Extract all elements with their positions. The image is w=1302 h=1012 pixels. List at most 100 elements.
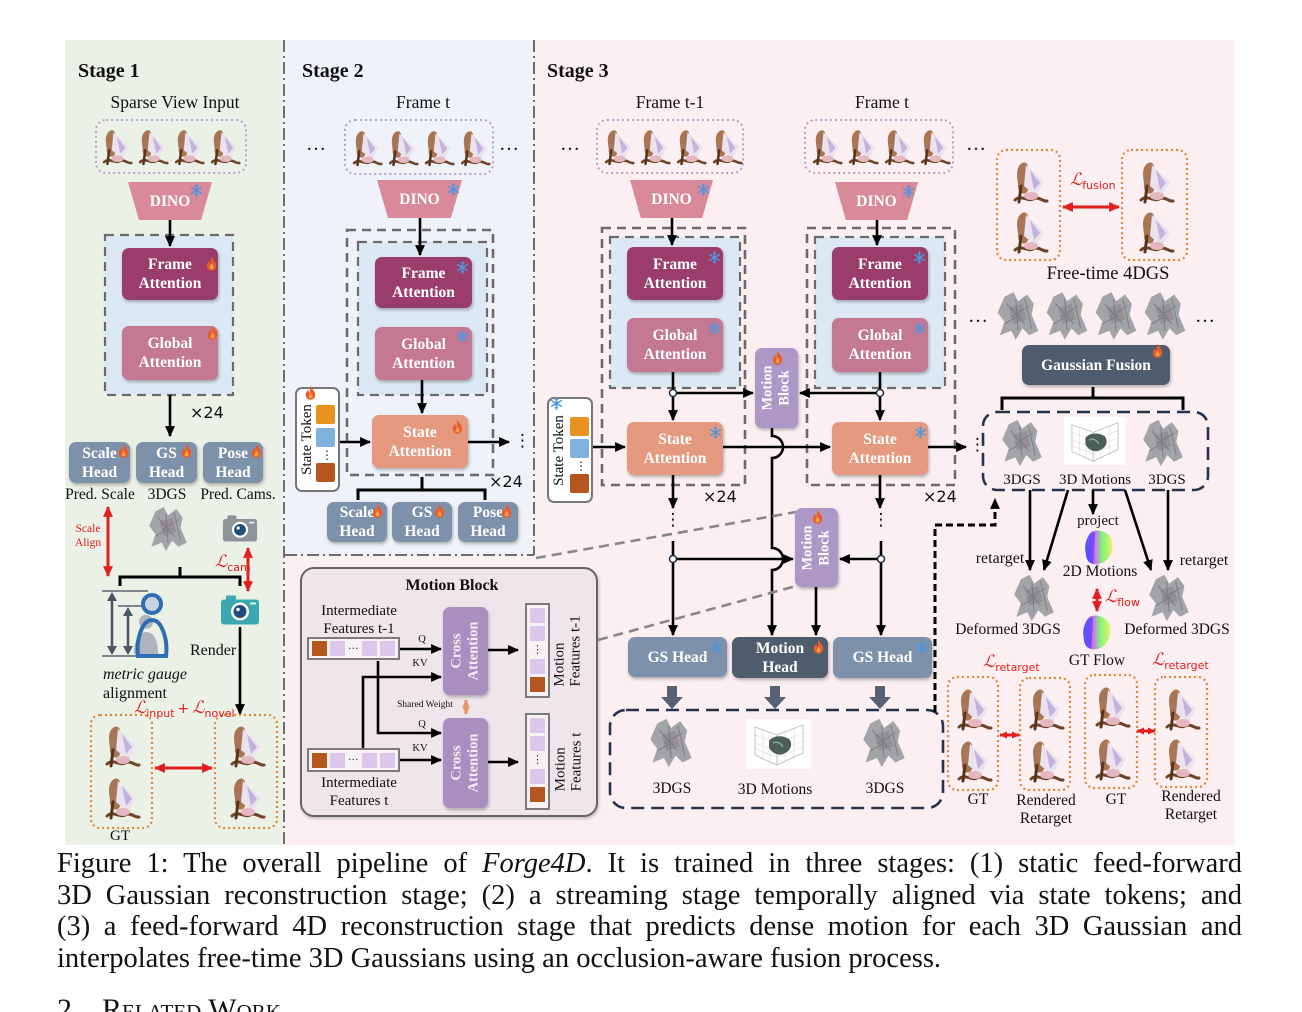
input-view-image xyxy=(207,123,241,169)
fire-icon xyxy=(500,503,513,518)
feature-row-prev: ··· xyxy=(307,637,400,660)
scale-head-label: Scale Head xyxy=(339,504,375,540)
frame-attention-block: Frame Attention xyxy=(375,257,472,308)
fusion-loss-label: ℒfusion xyxy=(1070,172,1116,192)
pose-head-label: Pose Head xyxy=(215,444,251,481)
gs-head: GS Head xyxy=(628,637,727,677)
flow-map-image xyxy=(1082,528,1114,566)
fire-icon xyxy=(371,503,384,518)
gaussian-splat-image xyxy=(1142,290,1188,342)
motion-head-label: Motion Head xyxy=(755,639,805,676)
loss-subscript: fusion xyxy=(1082,179,1116,192)
feature-token xyxy=(530,787,545,802)
fire-icon xyxy=(433,503,446,518)
retarget-label: retarget xyxy=(1179,552,1229,569)
input-view-image xyxy=(709,123,743,169)
intermediate-features-prev-label: Intermediate Features t-1 xyxy=(321,603,397,637)
motion-features-prev-label: Motion Features t-1 xyxy=(552,614,585,687)
gs-head-label: GS Head xyxy=(647,648,708,666)
gt-views-frame xyxy=(89,713,154,830)
arrow xyxy=(1123,489,1153,572)
cross-attention-block: Cross Attention xyxy=(443,718,488,808)
fusion-view-image xyxy=(1005,156,1053,206)
deformed-3dgs-label: Deformed 3DGS xyxy=(955,621,1061,638)
rendered-retarget-label: Rendered Retarget xyxy=(1161,788,1221,824)
feature-ellipsis: ··· xyxy=(348,753,359,766)
global-attention-block: Global Attention xyxy=(627,318,723,372)
feature-token xyxy=(530,677,545,692)
state-attention-label: State Attention xyxy=(848,430,912,467)
frame-attention-block: Frame Attention xyxy=(122,248,218,300)
input-view-image xyxy=(673,123,707,169)
feature-token xyxy=(379,752,395,768)
gt-label: GT xyxy=(1105,791,1127,808)
query-label: Q xyxy=(418,719,426,730)
scale-head: Scale Head xyxy=(69,442,130,483)
loss-subscript: retarget xyxy=(1164,659,1209,672)
feature-token xyxy=(530,608,545,623)
fusion-inputs-group xyxy=(981,410,1210,492)
gs-head: GS Head xyxy=(392,502,452,542)
output-3dgs-label: 3DGS xyxy=(652,780,692,797)
input-label: Sparse View Input xyxy=(110,92,240,112)
fire-icon xyxy=(812,639,825,654)
method-name: Forge4D xyxy=(482,848,586,879)
loss-symbol: ℒ xyxy=(1105,587,1118,607)
pred-cams-label: Pred. Cams. xyxy=(200,486,276,503)
state-token: State Token ⋮ xyxy=(547,397,593,503)
motion-block-title: Motion Block xyxy=(405,577,499,594)
motion-features-prev-label-wrap: Motion Features t-1 xyxy=(552,603,584,698)
ellipsis: … xyxy=(499,133,519,155)
global-attention-block: Global Attention xyxy=(122,326,218,380)
pose-head: Pose Head xyxy=(203,442,263,483)
feature-token xyxy=(530,769,545,784)
layer-ellipsis: ⋮ xyxy=(664,510,682,530)
feature-token xyxy=(530,718,545,733)
repeat-count: ×24 xyxy=(489,472,523,491)
dino-encoder: DINO xyxy=(128,182,212,220)
query-arrow xyxy=(376,661,443,738)
loss-plus: + xyxy=(177,701,190,717)
fire-icon xyxy=(304,385,317,400)
section-number: 2 xyxy=(57,993,72,1012)
input-view-image xyxy=(881,123,915,169)
snowflake-icon xyxy=(456,260,469,275)
dino-label: DINO xyxy=(651,190,692,208)
feature-token xyxy=(330,752,345,768)
loss-symbol: ℒ xyxy=(215,552,228,572)
caption-line: interpolates free-time 3D Gaussians usin… xyxy=(57,942,942,974)
token-square xyxy=(316,405,335,424)
ellipsis: … xyxy=(966,133,986,155)
gt-label: GT xyxy=(110,828,130,844)
gaussian-fusion-block: Gaussian Fusion xyxy=(1022,345,1170,385)
branch-node xyxy=(876,554,886,564)
retarget-views-frame xyxy=(1153,675,1209,789)
repeat-count: ×24 xyxy=(190,403,224,422)
gt-view-image xyxy=(98,772,144,822)
gs-head-label: GS Head xyxy=(148,444,185,481)
global-attention-block: Global Attention xyxy=(375,327,472,380)
caption-line: (3) a feed-forward 4D reconstruction sta… xyxy=(57,911,1242,942)
loss-subscript: novel xyxy=(204,707,235,720)
down-arrow xyxy=(764,686,786,709)
input-views-frame xyxy=(344,119,494,175)
gaussian-splat-image xyxy=(1141,416,1185,470)
gaussian-splat-image xyxy=(995,290,1041,342)
camera-loss-label: ℒcam xyxy=(215,552,251,574)
layer-ellipsis: ⋮ xyxy=(872,510,890,530)
key-value-label: KV xyxy=(412,743,428,754)
render-label: Render xyxy=(190,642,237,659)
repeat-count: ×24 xyxy=(703,487,737,506)
pred-scale-label: Pred. Scale xyxy=(65,486,135,503)
input-view-image xyxy=(171,123,205,169)
input-view-image xyxy=(135,123,169,169)
snowflake-icon xyxy=(710,640,723,655)
snowflake-icon xyxy=(915,640,928,655)
motion-features-curr-label-wrap: Motion Features t xyxy=(552,713,584,810)
state-token-label: State Token xyxy=(551,414,567,486)
rendered-view-image xyxy=(223,772,269,822)
repeat-count: ×24 xyxy=(923,487,957,506)
flow-map-image xyxy=(1080,613,1112,651)
heads-bracket xyxy=(118,567,242,586)
feature-token xyxy=(312,641,327,656)
